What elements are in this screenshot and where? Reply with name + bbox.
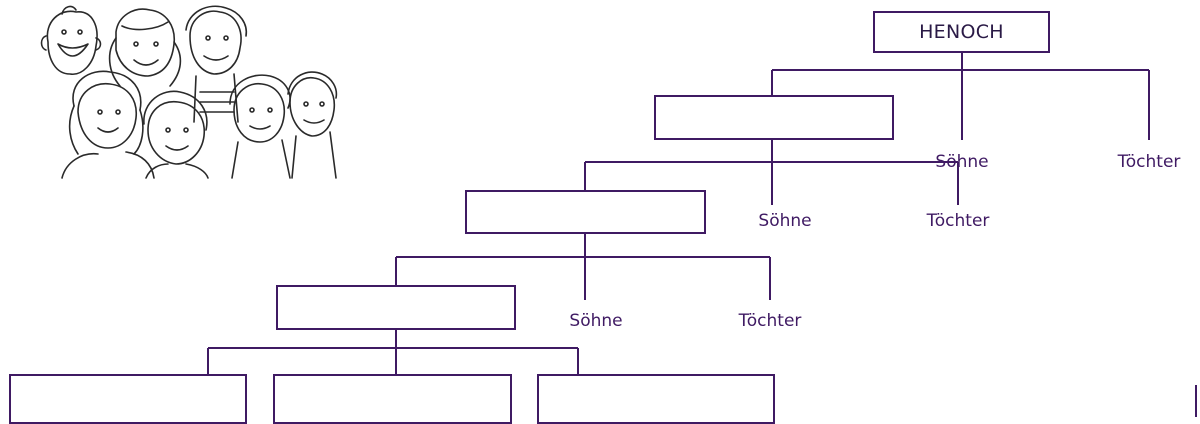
- family-group-illustration: [40, 5, 338, 179]
- laughing-face-icon: [40, 5, 102, 75]
- level-1-sons-label: Söhne: [935, 152, 989, 172]
- root-node-label: HENOCH: [919, 21, 1004, 43]
- level-1-node: [654, 95, 894, 140]
- smiling-girl-face-icon: [108, 8, 182, 87]
- level-3-sons-label: Söhne: [569, 311, 623, 331]
- boy-face-icon: [229, 74, 291, 179]
- level-2-sons-label: Söhne: [758, 211, 812, 231]
- level-3-daughters-label: Töchter: [738, 311, 802, 331]
- root-node-henoch: HENOCH: [873, 11, 1050, 53]
- level-2-node: [465, 190, 706, 234]
- bottom-node-2: [273, 374, 512, 424]
- level-2-daughters-label: Töchter: [926, 211, 990, 231]
- level-3-node: [276, 285, 516, 330]
- smiling-child-face-icon: [143, 90, 209, 179]
- man-face-icon: [287, 71, 338, 179]
- level-1-daughters-label: Töchter: [1117, 152, 1181, 172]
- curly-hair-girl-face-icon: [61, 70, 155, 179]
